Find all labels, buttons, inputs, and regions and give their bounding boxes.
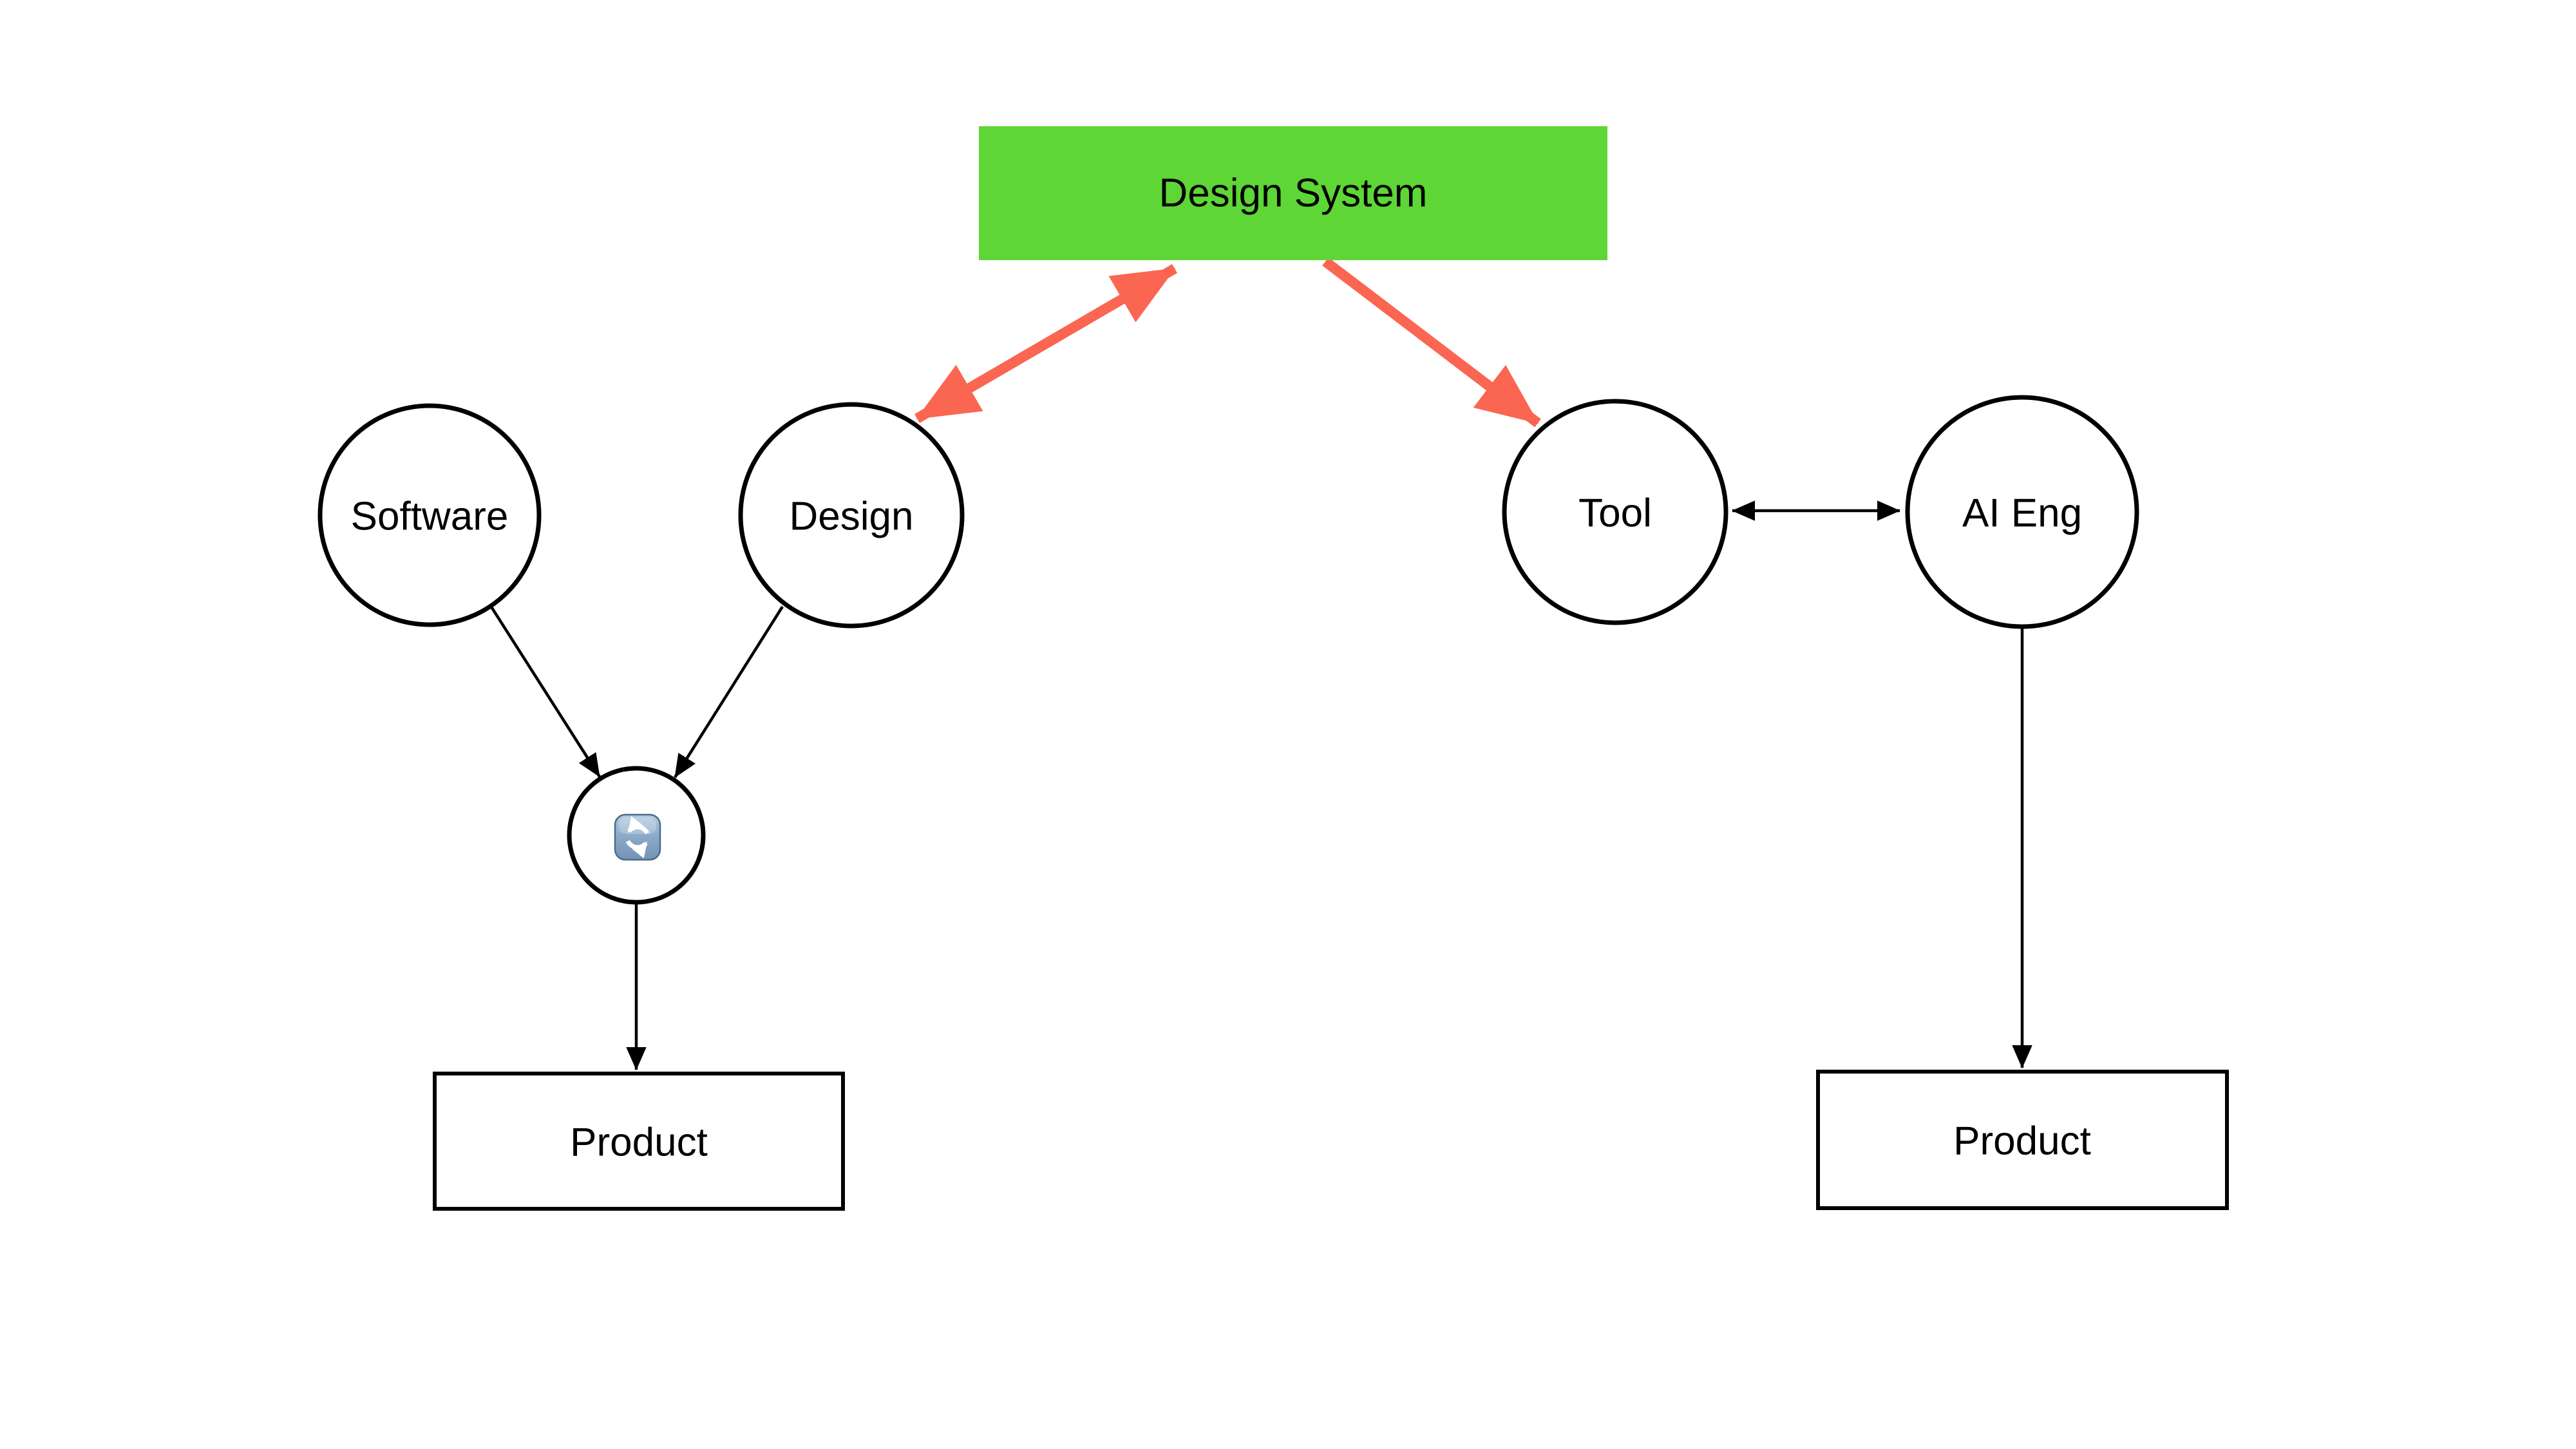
node-product-left: Product (433, 1072, 845, 1211)
node-design-system: Design System (979, 126, 1607, 260)
product-left-box (433, 1072, 845, 1211)
product-left-label: Product (570, 1121, 708, 1165)
design-system-box (979, 126, 1607, 260)
node-ai-eng: AI Eng (1905, 395, 2139, 629)
node-product-right: Product (1816, 1070, 2229, 1210)
software-circle (317, 403, 542, 627)
edge-software-sync (489, 605, 601, 778)
ai-eng-circle (1905, 395, 2139, 629)
design-system-label: Design System (1159, 171, 1428, 216)
design-circle (738, 402, 965, 629)
tool-label: Tool (1578, 491, 1652, 536)
edges (489, 257, 2032, 1070)
node-software: Software (317, 403, 542, 627)
node-tool: Tool (1502, 399, 1728, 625)
node-design: Design (738, 402, 965, 629)
product-right-box (1816, 1070, 2229, 1210)
edge-design-system-tool (1322, 257, 1541, 428)
tool-circle (1502, 399, 1728, 625)
edge-design-system-design (914, 264, 1178, 423)
product-right-label: Product (1953, 1119, 2091, 1164)
counterclockwise-arrows-icon (614, 813, 661, 861)
design-label: Design (790, 495, 914, 539)
node-sync (567, 766, 706, 905)
ai-eng-label: AI Eng (1962, 491, 2082, 536)
edge-design-sync (674, 605, 784, 779)
software-label: Software (351, 495, 509, 539)
